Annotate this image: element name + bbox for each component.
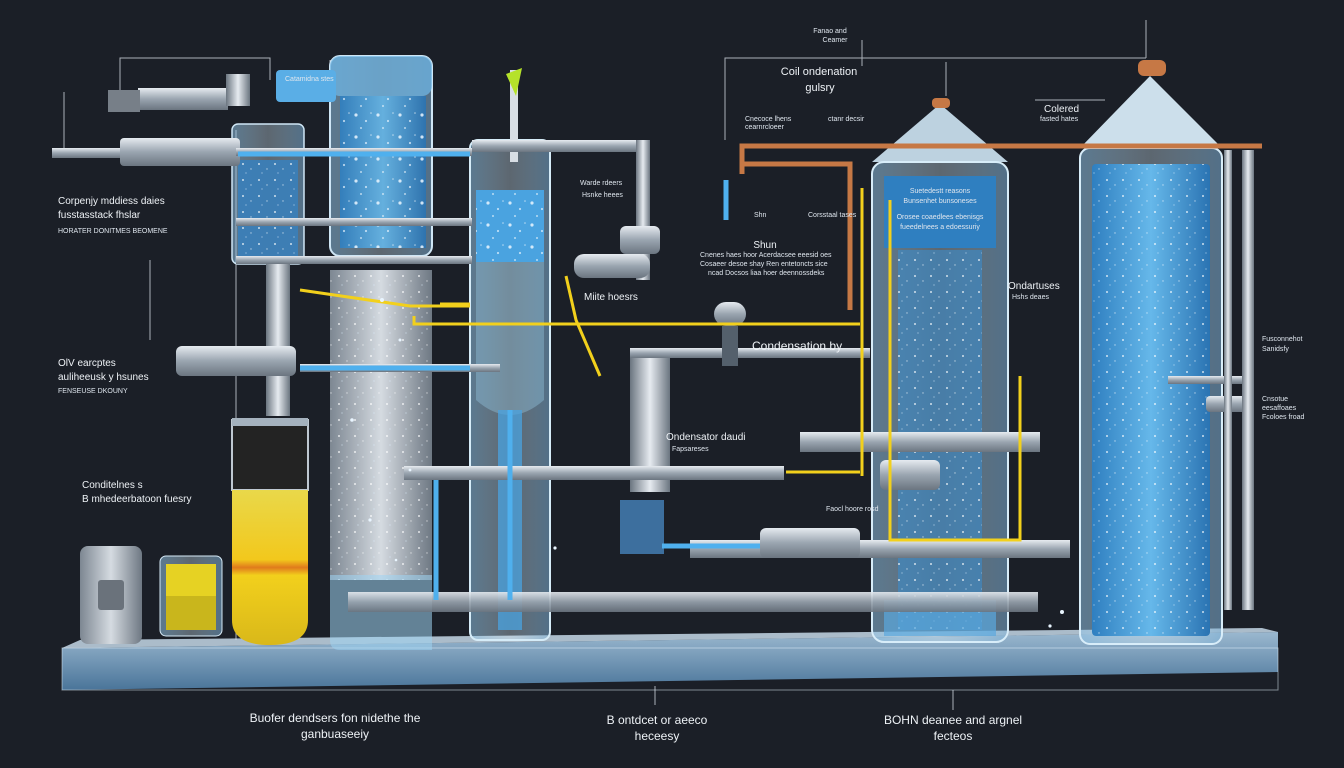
shun-desc-2: Cosaeer desoe shay Ren entetoncts sice bbox=[700, 261, 828, 268]
left-label-2-sub2: FENSEUSE DKOUNY bbox=[58, 388, 128, 395]
bottom-caption-3b: fecteos bbox=[933, 729, 973, 743]
left-label-1-sub2: HORATER DONITMES BEOMENE bbox=[58, 228, 168, 235]
left-label-1-sub: fusstasstack fhslar bbox=[58, 210, 141, 221]
ondensator-sublabel: Fapsareses bbox=[672, 446, 709, 453]
left-column bbox=[231, 70, 336, 416]
bottom-caption-1: Buofer dendsers fon nidethe the bbox=[249, 711, 421, 725]
ondartuses-sublabel: Hshs deaes bbox=[1012, 294, 1049, 301]
tag-shn: Shn bbox=[754, 212, 767, 219]
copper-pipes bbox=[739, 143, 1262, 310]
left-label-1: Corpenjy mddiess daies bbox=[58, 196, 165, 207]
center-column bbox=[469, 68, 551, 641]
shun-desc-3: ncad Docsos liaa hoer deennossdeks bbox=[708, 270, 825, 277]
center-small-2: cearnrcloeer bbox=[745, 124, 784, 131]
right-tag-2: Cnsotue bbox=[1262, 396, 1289, 403]
tall-tank bbox=[1079, 60, 1223, 645]
yellow-separator bbox=[231, 418, 309, 645]
left-label-3-sub: B mhedeerbatoon fuesry bbox=[82, 494, 192, 505]
water-lines bbox=[238, 151, 760, 600]
header-subtitle: gulsry bbox=[805, 82, 835, 94]
left-label-3: Conditelnes s bbox=[82, 480, 143, 491]
signal-lines bbox=[299, 188, 1022, 542]
ondartuses-label: Ondartuses bbox=[1008, 281, 1060, 292]
ondensator-label: Ondensator daudi bbox=[666, 432, 746, 443]
steel-pipes bbox=[52, 74, 1254, 612]
mixing-label: Miite hoesrs bbox=[584, 292, 638, 303]
tag-hsnke: Hsnke heees bbox=[582, 192, 623, 199]
right-tag-1-sub: Sanidsfy bbox=[1262, 346, 1289, 353]
bottom-caption-3: BOHN deanee and argnel bbox=[883, 713, 1023, 727]
bottom-caption-1b: ganbuaseeiy bbox=[300, 727, 370, 741]
shun-desc-1: Cnenes haes hoor Acerdacsee eeesid oes bbox=[700, 252, 832, 259]
condensation-tank bbox=[871, 98, 1009, 643]
bottom-caption-2b: heceesy bbox=[634, 729, 680, 743]
tank-text-1: Suetedestt reasons bbox=[909, 188, 971, 195]
right-tag-2-sub: eesaffoaes bbox=[1262, 405, 1297, 412]
condensation-label: Condensation by bbox=[752, 339, 843, 353]
scatter-bubbles bbox=[350, 298, 1064, 628]
center-small-1: Cnecoce lhens bbox=[745, 116, 792, 123]
top-tag-a: Fanao and bbox=[813, 28, 847, 35]
colored-sublabel: fasted hates bbox=[1040, 116, 1079, 123]
right-tag-2-sub2: Fcoloes froad bbox=[1262, 414, 1305, 421]
tank-text-3: Orosee coaedlees ebenisgs bbox=[896, 214, 984, 221]
header-title: Coil ondenation bbox=[780, 66, 858, 78]
colored-label: Colered bbox=[1044, 104, 1080, 115]
pipe-tag: Faocl hoore rosd bbox=[826, 506, 879, 513]
center-small-3: ctanr decsir bbox=[828, 116, 865, 123]
bottom-caption-2: B ontdcet or aeeco bbox=[606, 713, 708, 727]
chip-label: Corsstaal tases bbox=[808, 212, 857, 219]
top-tag-b: Ceamer bbox=[822, 37, 848, 44]
left-label-2: OlV earcptes bbox=[58, 358, 116, 369]
tank-text-4: fueedelnees a edoessuriy bbox=[900, 224, 980, 231]
left-label-2-sub: auliheeusk y hsunes bbox=[58, 372, 149, 383]
top-pipe-tag: Catamidna stes bbox=[285, 76, 334, 83]
small-tanks bbox=[80, 546, 223, 644]
tank-text-2: Bunsenhet bunsoneses bbox=[903, 198, 977, 205]
tag-warde: Warde rdeers bbox=[580, 180, 623, 187]
right-tag-1: Fusconnehot bbox=[1262, 336, 1303, 343]
shun-label: Shun bbox=[753, 240, 777, 251]
speckled-column bbox=[329, 55, 433, 650]
